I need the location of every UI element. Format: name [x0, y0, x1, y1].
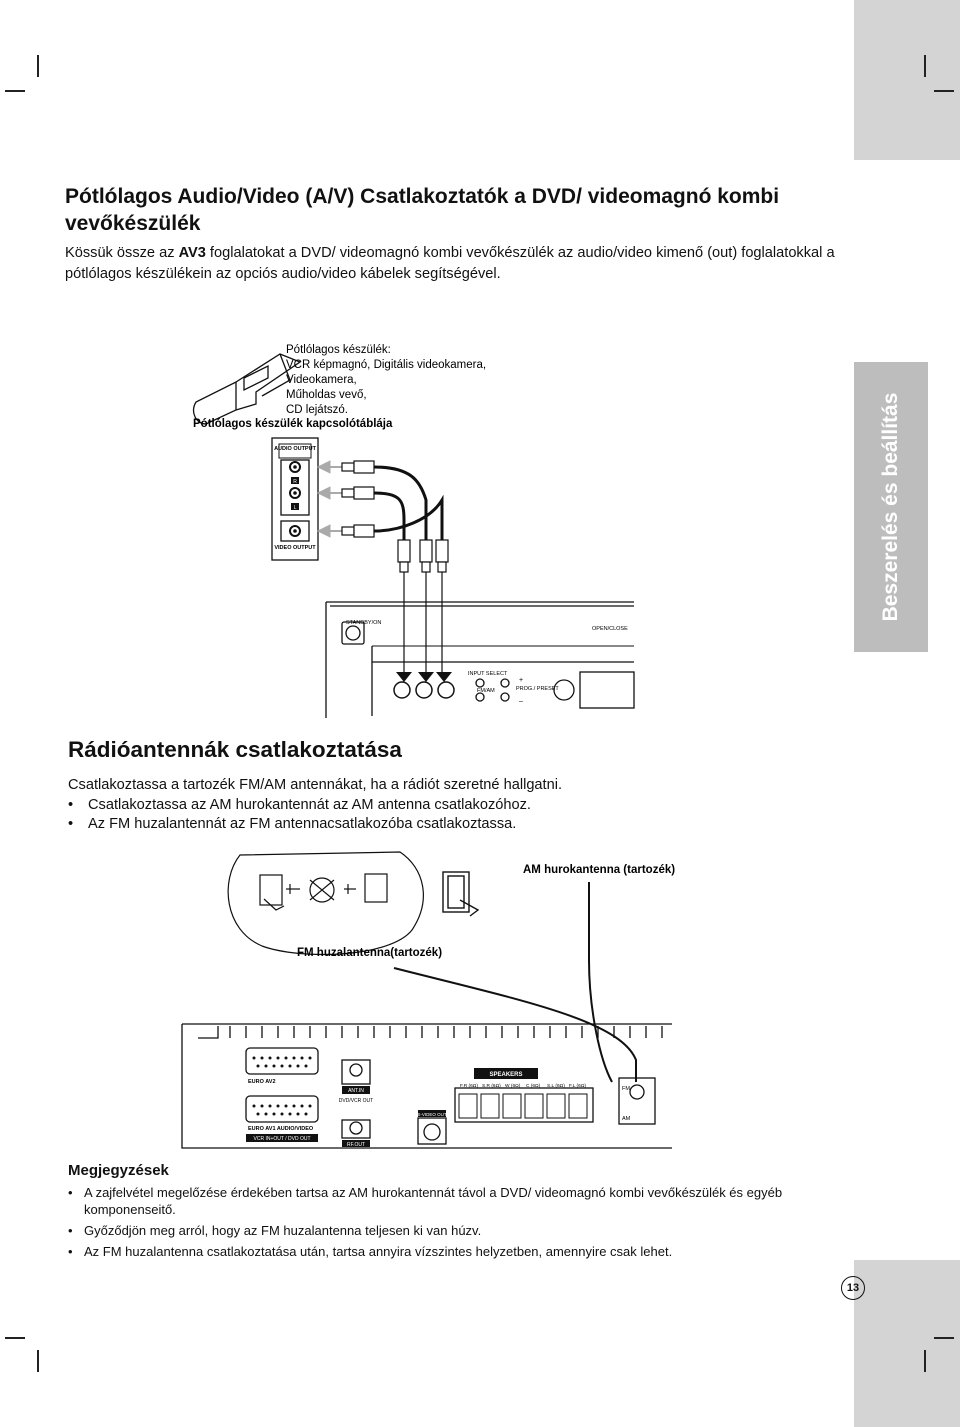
prog-preset-label: PROG./ PRESET: [516, 686, 559, 692]
rf-out-badge: [342, 1140, 370, 1147]
arrow-heads: [396, 672, 452, 682]
radio-line-1: Csatlakoztassa a tartozék FM/AM antennák…: [68, 777, 563, 793]
fm-antenna-label: FM huzalantenna(tartozék): [297, 947, 442, 959]
crop-mark: [5, 90, 25, 92]
speakers-label: SPEAKERS: [489, 1072, 522, 1078]
side-margin-gap: [854, 160, 960, 1260]
intro-paragraph: Kössük össze az AV3 foglalatokat a DVD/ …: [65, 243, 845, 285]
spk-sr-label: S.R (6Ω): [482, 1083, 501, 1089]
receiver-front-panel: [325, 601, 635, 718]
note-1: A zajfelvétel megelőzése érdekében tarts…: [68, 1184, 838, 1218]
plus-label: +: [519, 677, 523, 684]
device-line-2: Videokamera,: [286, 374, 357, 386]
spk-w-label: W (6Ω): [505, 1083, 521, 1089]
rf-out-label: RF.OUT: [347, 1142, 365, 1148]
radio-bullet-2: Az FM huzalantennát az FM antennacsatlak…: [68, 815, 838, 835]
jack-r-label: R: [293, 479, 297, 485]
av-cables: [373, 465, 444, 540]
radio-bullet-1: Csatlakoztassa az AM hurokantennát az AM…: [68, 796, 838, 816]
scart-pins: [252, 1056, 312, 1116]
fm-am-label: FM/AM: [477, 688, 495, 694]
scart-plug-illustration: [192, 353, 302, 425]
jack-l-label: L: [294, 505, 297, 511]
crop-mark: [934, 1337, 954, 1339]
fm-label: FM: [622, 1086, 630, 1092]
crop-mark: [924, 1350, 926, 1372]
section-title-radio: Rádióantennák csatlakoztatása: [68, 737, 402, 762]
input-select-label: INPUT SELECT: [468, 671, 508, 677]
s-video-badge: [418, 1110, 446, 1117]
device-line-3: Műholdas vevő,: [286, 389, 367, 401]
panel-caption: Pótlólagos készülék kapcsolótáblája: [193, 418, 393, 430]
ant-in-badge: [342, 1086, 370, 1094]
device-heading: Pótlólagos készülék:: [286, 344, 391, 356]
euro-av1-label: EURO AV1 AUDIO/VIDEO: [248, 1126, 314, 1132]
intro-text-start: Kössük össze az: [65, 245, 179, 261]
crop-mark: [934, 90, 954, 92]
section-tab: [854, 362, 928, 652]
note-2: Győződjön meg arról, hogy az FM huzalant…: [68, 1222, 838, 1239]
euro-av2-label: EURO AV2: [248, 1079, 276, 1085]
spk-fl-label: F.L (6Ω): [569, 1083, 586, 1089]
standby-label: STANDBY/ON: [346, 620, 381, 626]
section-title-av: Pótlólagos Audio/Video (A/V) Csatlakozta…: [65, 185, 780, 235]
minus-label: –: [519, 698, 523, 705]
fm-antenna-wire: [393, 967, 637, 1082]
speaker-terminals: [458, 1093, 588, 1119]
vcr-in-out-badge: [246, 1134, 318, 1142]
rear-panel: [181, 1023, 672, 1149]
open-close-label: OPEN/CLOSE: [592, 626, 628, 632]
device-line-1: VCR képmagnó, Digitális videokamera,: [286, 359, 486, 371]
rca-plugs-horizontal: [341, 460, 375, 538]
rca-plugs-vertical: [397, 539, 449, 573]
external-device-panel: AUDIO OUTPUT R L VIDEO OUTPUT: [271, 437, 319, 561]
crop-mark: [37, 55, 39, 77]
notes-title: Megjegyzések: [68, 1162, 169, 1179]
crop-mark: [5, 1337, 25, 1339]
spk-sl-label: S.L (6Ω): [547, 1083, 565, 1089]
video-output-label: VIDEO OUTPUT: [274, 545, 316, 551]
note-3: Az FM huzalantenna csatlakoztatása után,…: [68, 1243, 838, 1260]
page-number: 13: [841, 1276, 865, 1300]
crop-mark: [37, 1350, 39, 1372]
guide-lines: [403, 572, 443, 672]
spk-fr-label: F.R (6Ω): [460, 1083, 478, 1089]
device-line-4: CD lejátszó.: [286, 404, 348, 416]
am-antenna-wire: [588, 882, 613, 1083]
dvd-vcr-out-label: DVD/VCR OUT: [339, 1098, 373, 1104]
speakers-badge: [474, 1068, 538, 1079]
radio-instructions: Csatlakoztassa a tartozék FM/AM antennák…: [68, 776, 838, 835]
audio-output-label: AUDIO OUTPUT: [274, 446, 317, 452]
signal-arrows: [316, 460, 342, 538]
ant-in-label: ANT.IN: [348, 1088, 364, 1094]
notes-list: A zajfelvétel megelőzése érdekében tarts…: [68, 1184, 838, 1264]
intro-text-end: foglalatokat a DVD/ videomagnó kombi vev…: [65, 245, 835, 282]
intro-bold-av3: AV3: [178, 245, 206, 261]
am-label: AM: [622, 1116, 631, 1122]
am-antenna-label: AM hurokantenna (tartozék): [523, 864, 675, 876]
vcr-in-out-label: VCR IN+OUT / DVD OUT: [254, 1136, 311, 1142]
spk-c-label: C (6Ω): [526, 1083, 541, 1089]
am-loop-antenna: [442, 871, 480, 917]
antenna-detail-bubble: [227, 851, 424, 956]
crop-mark: [924, 55, 926, 77]
s-video-out-label: S-VIDEO OUT: [417, 1112, 447, 1117]
